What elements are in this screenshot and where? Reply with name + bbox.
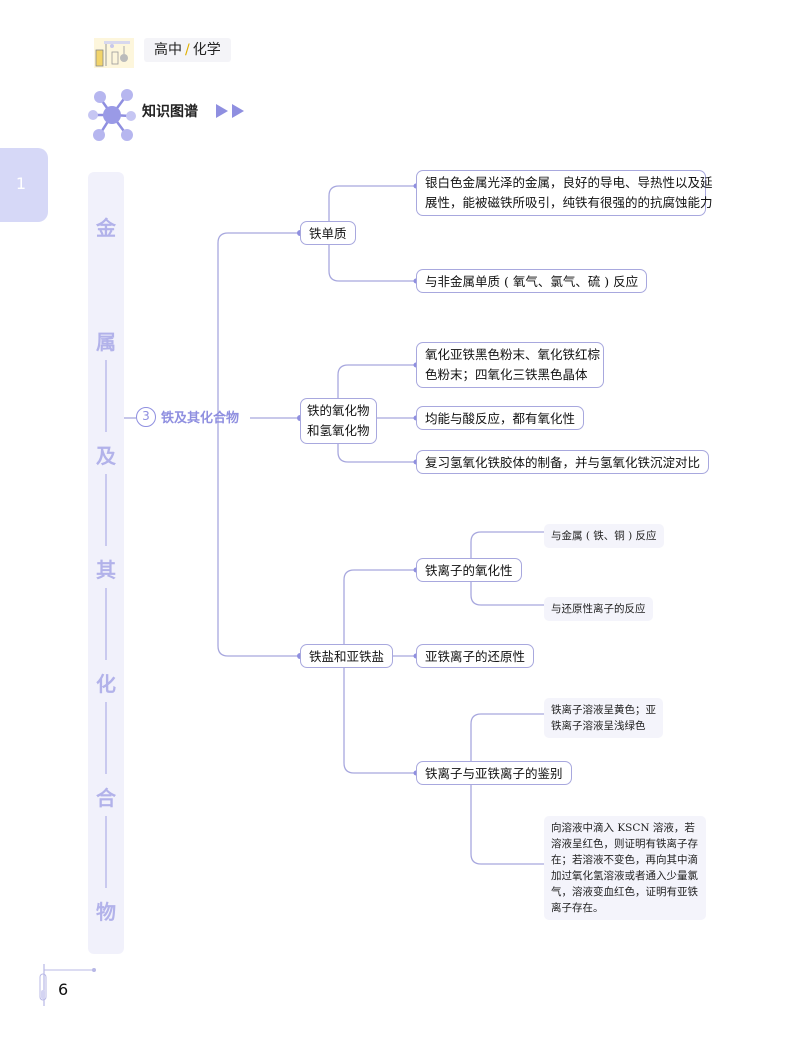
text-line: 加过氧化氢溶液或者通入少量氯 [551,870,698,882]
text-line: 气，溶液变血红色，证明有亚铁 [551,886,698,898]
text-line: 铁离子溶液呈黄色；亚 [551,704,656,716]
node-iron-element: 铁单质 [300,221,356,245]
sidebar-char: 化 [96,672,116,696]
double-arrow-icon [216,104,244,118]
text-line: 在；若溶液不变色，再向其中滴 [551,854,698,866]
topic-node: 3 铁及其化合物 [136,406,239,430]
note-reducing-ion-reaction: 与还原性离子的反应 [544,597,653,621]
sidebar-char: 及 [96,444,116,468]
node-oxide-acid-reaction: 均能与酸反应，都有氧化性 [416,406,585,430]
sidebar-title-strip: 金 属 及 其 化 合 物 [88,172,124,954]
node-oxide-colors: 氧化亚铁黑色粉末、氧化铁红棕 色粉末；四氧化三铁黑色晶体 [416,342,604,388]
text-line: 银白色金属光泽的金属，良好的导电、导热性以及延 [425,175,713,190]
text-line: 向溶液中滴入 KSCN 溶液，若 [551,822,695,834]
text-line: 色粉末；四氧化三铁黑色晶体 [425,367,588,382]
note-solution-colors: 铁离子溶液呈黄色；亚 铁离子溶液呈浅绿色 [544,698,663,738]
text-line: 溶液呈红色，则证明有铁离子存 [551,838,698,850]
node-iron-nonmetal-reaction: 与非金属单质 ( 氧气、氯气、硫 ) 反应 [416,269,648,293]
sidebar-divider [105,474,107,546]
sidebar-char: 属 [96,330,116,354]
node-iron-salts: 铁盐和亚铁盐 [300,644,394,668]
note-kscn-test: 向溶液中滴入 KSCN 溶液，若 溶液呈红色，则证明有铁离子存 在；若溶液不变色… [544,816,706,920]
text-line: 展性，能被磁铁所吸引，纯铁有很强的的抗腐蚀能力 [425,195,713,210]
chapter-tab: 1 [0,148,48,222]
sidebar-divider [105,816,107,888]
node-ferric-oxidizing: 铁离子的氧化性 [416,558,522,582]
knowledge-map-icon [88,89,136,141]
sidebar-divider [105,702,107,774]
sidebar-char: 物 [96,900,116,924]
text-line: 氧化亚铁黑色粉末、氧化铁红棕 [425,347,601,362]
topic-number: 3 [136,406,156,427]
topic-title: 铁及其化合物 [161,411,240,426]
node-ferrous-reducing: 亚铁离子的还原性 [416,644,535,668]
node-ion-identification: 铁离子与亚铁离子的鉴别 [416,761,572,785]
text-line: 铁离子溶液呈浅绿色 [551,720,646,732]
note-metal-reaction: 与金属 ( 铁、铜 ) 反应 [544,524,664,548]
node-hydroxide-colloid: 复习氢氧化铁胶体的制备，并与氢氧化铁沉淀对比 [416,450,710,474]
text-line: 离子存在。 [551,902,604,914]
test-tube-icon [39,964,96,1006]
page-number: 6 [58,980,69,999]
sidebar-char: 其 [96,558,116,582]
lab-equipment-icon [94,38,134,68]
section-title: 知识图谱 [142,104,198,120]
sidebar-divider [105,588,107,660]
text-line: 铁的氧化物 [307,403,370,418]
breadcrumb-separator: / [185,42,190,58]
node-iron-properties: 银白色金属光泽的金属，良好的导电、导热性以及延 展性，能被磁铁所吸引，纯铁有很强… [416,170,713,216]
sidebar-char: 合 [96,786,116,810]
breadcrumb: 高中/化学 [144,38,231,62]
sidebar-divider [105,360,107,432]
breadcrumb-level: 高中 [154,42,182,58]
node-iron-oxides: 铁的氧化物 和氢氧化物 [300,398,377,444]
text-line: 和氢氧化物 [307,423,370,438]
breadcrumb-subject: 化学 [192,42,221,58]
sidebar-char: 金 [96,216,116,240]
